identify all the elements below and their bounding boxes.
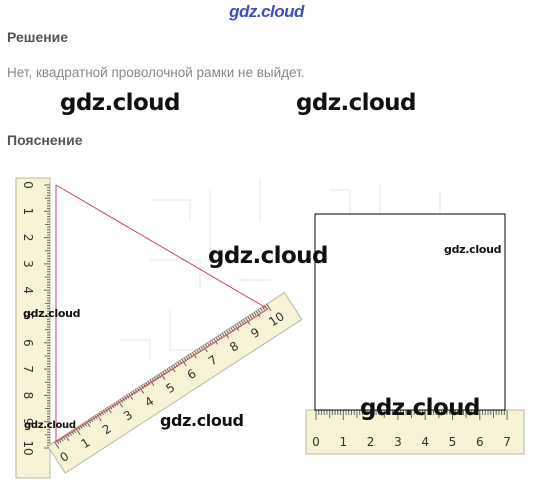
ruler-label: 1	[339, 435, 347, 449]
ruler-minor-tick	[143, 383, 147, 388]
ruler-label: 2	[21, 234, 35, 242]
ruler-minor-tick	[79, 425, 83, 429]
ruler-label: 3	[394, 435, 402, 449]
ruler-minor-tick	[257, 309, 261, 314]
ruler-label: 6	[21, 339, 35, 347]
watermark: gdz.cloud	[23, 307, 81, 320]
ruler-label: 0	[312, 435, 320, 449]
ruler-minor-tick	[253, 312, 257, 316]
ruler-minor-tick	[149, 379, 155, 386]
vertical-ruler: 0 1 2 3 4 5 6 7 8 9 10	[15, 177, 51, 479]
ruler-label: 8	[21, 392, 35, 400]
ruler-minor-tick	[259, 307, 263, 312]
ruler-minor-tick	[145, 382, 149, 387]
watermark: gdz.cloud	[60, 90, 180, 116]
ruler-minor-tick	[228, 328, 232, 333]
ruler-minor-tick	[83, 422, 87, 427]
ruler-minor-tick	[153, 376, 157, 381]
ruler-tick	[181, 358, 187, 367]
ruler-minor-tick	[77, 426, 81, 431]
ruler-minor-tick	[211, 339, 215, 344]
ruler-minor-tick	[236, 323, 240, 327]
ruler-minor-tick	[232, 325, 236, 330]
solution-heading: Решение	[7, 29, 69, 45]
ruler-minor-tick	[221, 332, 225, 337]
ruler-label: 3	[21, 260, 35, 268]
ruler-label: 7	[503, 435, 511, 449]
ruler-label: 4	[21, 286, 35, 294]
watermark: gdz.cloud	[208, 243, 328, 269]
ruler-tick	[266, 303, 272, 312]
ruler-minor-tick	[238, 321, 242, 326]
wire-square	[314, 213, 506, 411]
ruler-minor-tick	[230, 327, 234, 332]
watermark: gdz.cloud	[296, 90, 416, 116]
ruler-minor-tick	[251, 313, 255, 318]
watermark: gdz.cloud	[160, 411, 244, 430]
ruler-minor-tick	[155, 375, 159, 380]
watermark: gdz.cloud	[360, 395, 480, 421]
ruler-minor-tick	[71, 430, 75, 435]
ruler-minor-tick	[68, 431, 72, 436]
ruler-minor-tick	[81, 423, 85, 428]
ruler-minor-tick	[225, 329, 230, 334]
ruler-minor-tick	[151, 378, 155, 383]
ruler-label: 5	[449, 435, 457, 449]
explanation-heading: Пояснение	[7, 132, 83, 148]
ruler-label: 9	[21, 418, 35, 426]
ruler-minor-tick	[242, 318, 246, 323]
ruler-minor-tick	[147, 380, 151, 385]
ruler-minor-tick	[262, 306, 266, 311]
ruler-minor-tick	[107, 407, 112, 414]
ruler-label: 5	[21, 313, 35, 321]
ruler-label: 0	[21, 181, 35, 189]
ruler-minor-tick	[215, 336, 219, 341]
ruler-label: 7	[21, 365, 35, 373]
ruler-label: 1	[21, 207, 35, 215]
ruler-tick	[54, 441, 60, 449]
ruler-minor-tick	[247, 316, 251, 321]
ruler-minor-tick	[240, 320, 244, 325]
ruler-label: 6	[476, 435, 484, 449]
ruler-minor-tick	[255, 310, 261, 318]
watermark: gdz.cloud	[24, 420, 76, 431]
ruler-tick	[117, 400, 123, 408]
site-logo[interactable]: gdz.cloud	[229, 2, 304, 21]
ruler-tick	[160, 372, 166, 380]
ruler-label: 10	[266, 309, 286, 329]
ruler-minor-tick	[219, 334, 223, 338]
ruler-label: 4	[421, 435, 429, 449]
horizontal-ruler: 0 1 2 3 4 5 6 7	[305, 409, 525, 455]
ruler-minor-tick	[234, 324, 240, 331]
ruler-minor-tick	[217, 335, 221, 340]
ruler-minor-tick	[73, 429, 77, 434]
ruler-label: 2	[367, 435, 375, 449]
solution-text: Нет, квадратной проволочной рамки не вый…	[7, 65, 305, 80]
watermark: gdz.cloud	[444, 243, 502, 256]
ruler-minor-tick	[141, 385, 145, 389]
ruler-label: 10	[21, 440, 35, 455]
ruler-minor-tick	[128, 393, 134, 400]
wire-triangle	[55, 184, 269, 443]
ruler-tick	[139, 386, 145, 394]
ruler-minor-tick	[249, 314, 253, 319]
